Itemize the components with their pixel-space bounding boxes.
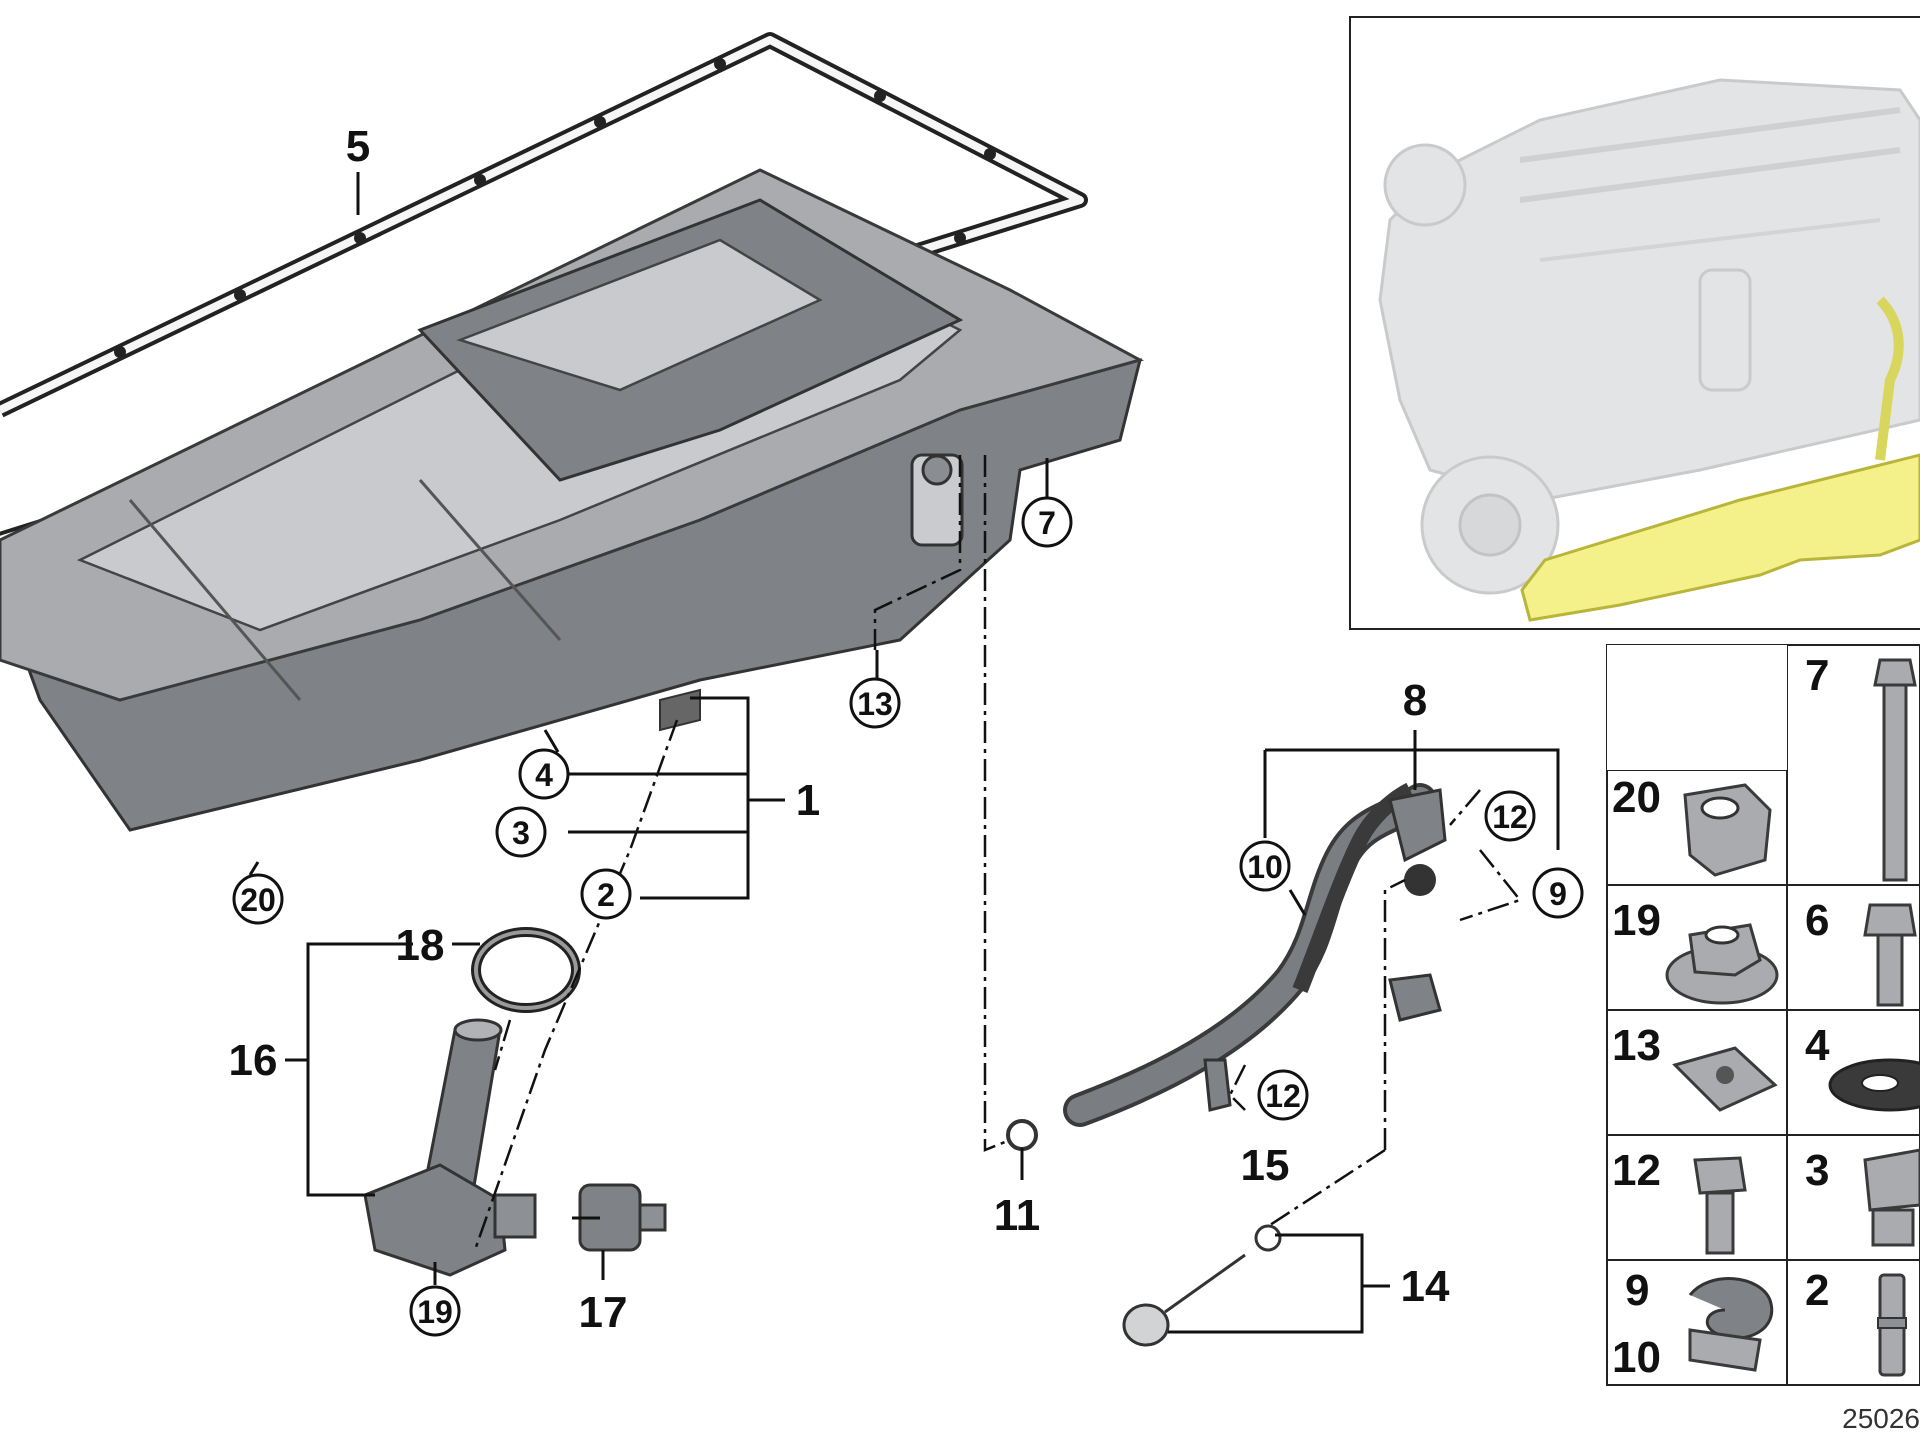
callout-9: 9 (1549, 876, 1567, 912)
flange-nut-icon (1665, 923, 1779, 1005)
cable-clip-icon (1688, 1277, 1774, 1372)
callout-13: 13 (857, 686, 893, 722)
table-label-2: 2 (1805, 1266, 1829, 1315)
callout-14: 14 (1401, 1262, 1450, 1311)
hex-bolt-icon (1693, 1156, 1747, 1255)
leader-lines (248, 172, 1560, 1334)
callout-18: 18 (396, 921, 445, 970)
table-label-9: 9 (1625, 1266, 1649, 1315)
callout-12-lower: 12 (1265, 1078, 1301, 1114)
callout-5: 5 (346, 122, 370, 171)
callout-15: 15 (1241, 1141, 1290, 1190)
highlighted-oil-pan-icon (1520, 453, 1920, 622)
oil-suction-pipe-icon (363, 927, 581, 1277)
table-label-7: 7 (1805, 651, 1829, 700)
flange-bolt-icon (1863, 903, 1917, 1007)
seal-ring-11-icon (1006, 1119, 1038, 1151)
assembly-lines (473, 455, 1523, 1251)
callout-circles (232, 496, 1584, 1337)
callout-labels: 5 13 7 4 3 2 1 20 18 16 19 17 8 12 10 9 … (229, 122, 1567, 1337)
table-label-19: 19 (1612, 896, 1661, 945)
callout-12-upper: 12 (1492, 799, 1528, 835)
callout-3: 3 (512, 815, 530, 851)
drain-plug-icon (1863, 1148, 1920, 1247)
table-label-3: 3 (1805, 1146, 1829, 1195)
engine-icon (1378, 78, 1920, 595)
dipstick-handle-icon (1122, 1253, 1246, 1347)
callout-4: 4 (535, 757, 553, 793)
table-label-13: 13 (1612, 1021, 1661, 1070)
table-label-10: 10 (1612, 1333, 1661, 1382)
parts-table: 7 20 19 6 13 4 12 3 9 10 2 (1606, 644, 1920, 1386)
oil-pan-icon (0, 168, 1144, 832)
callout-20: 20 (240, 882, 276, 918)
oil-level-sensor-icon (578, 1183, 667, 1252)
callout-8: 8 (1403, 676, 1427, 725)
callout-16: 16 (229, 1036, 278, 1085)
callout-17: 17 (579, 1288, 628, 1337)
callout-1: 1 (796, 776, 820, 825)
callout-2: 2 (597, 877, 615, 913)
callout-7: 7 (1038, 505, 1056, 541)
table-label-20: 20 (1612, 773, 1661, 822)
engine-inset (1349, 16, 1920, 630)
clip-nut-icon (1672, 1046, 1778, 1112)
callout-11: 11 (994, 1191, 1041, 1240)
figure-id: 25026 (1842, 1403, 1920, 1434)
stud-icon (1877, 1273, 1907, 1377)
table-label-6: 6 (1805, 896, 1829, 945)
table-label-12: 12 (1612, 1146, 1661, 1195)
washer-icon (1828, 1058, 1920, 1112)
hex-nut-icon (1683, 783, 1772, 877)
callout-19: 19 (417, 1294, 453, 1330)
long-bolt-icon (1873, 658, 1917, 882)
seal-ring-15-icon (1254, 1224, 1282, 1252)
callout-10: 10 (1247, 849, 1283, 885)
table-label-4: 4 (1805, 1021, 1830, 1070)
highlighted-dipstick-icon (1875, 296, 1904, 461)
dipstick-guide-tube-icon (1063, 782, 1447, 1127)
